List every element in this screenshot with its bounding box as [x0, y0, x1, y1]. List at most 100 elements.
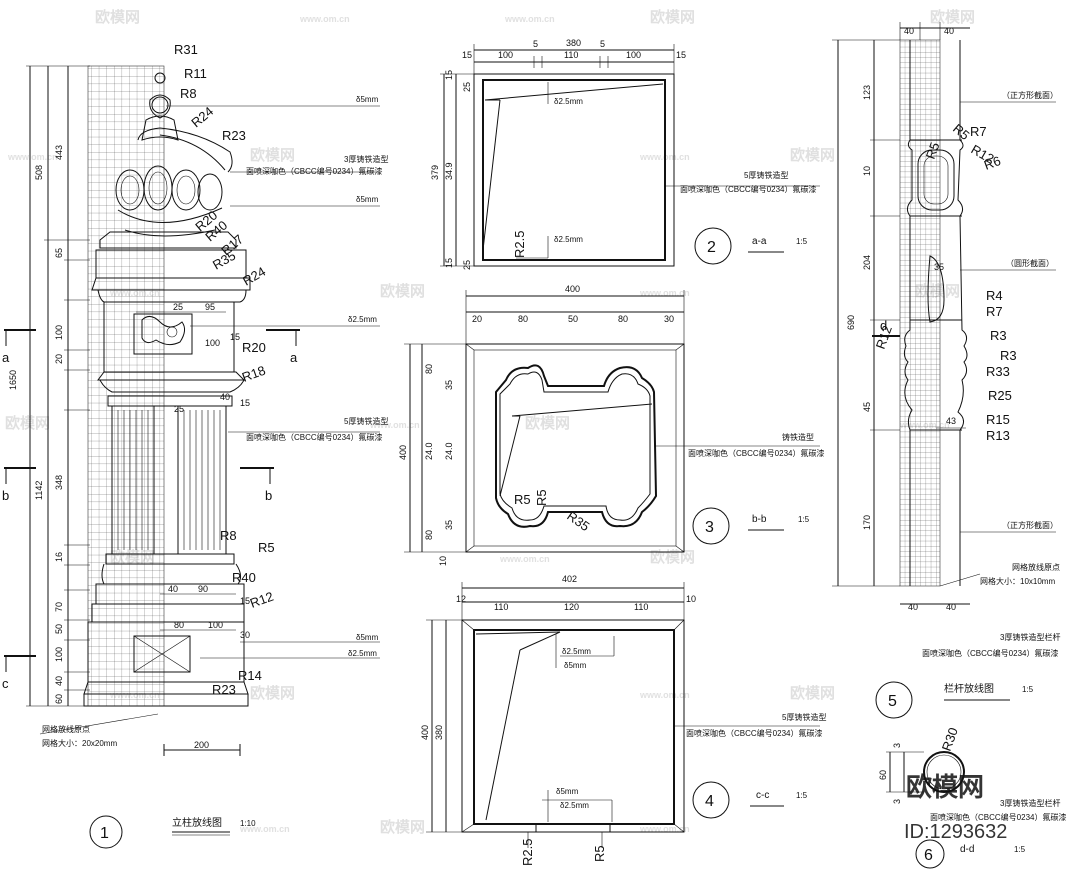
note-thk-25b: δ2.5mm — [348, 649, 377, 658]
note-3mm: 3厚铸铁造型栏杆 — [1000, 798, 1060, 808]
radius-label: R6 — [982, 153, 1003, 173]
dim-240: 24.0 — [424, 442, 434, 460]
section-c-left: c — [2, 676, 9, 691]
column-horizontal-dims: 25 95 100 15 25 40 15 40 90 15 80 100 30… — [136, 302, 250, 756]
radius-label: R12 — [873, 323, 895, 351]
section-d-d: 60 3 3 R30 3厚铸铁造型栏杆 面喷深咖色（CBCC编号0234）氟碳漆… — [878, 725, 1066, 869]
dim-25: 25 — [462, 82, 472, 92]
watermark-brand: 欧模网 — [930, 8, 975, 26]
dim-40b: 40 — [944, 26, 954, 36]
watermark-site: www.om.cn — [299, 14, 350, 24]
dim-30: 30 — [240, 630, 250, 640]
dim-40d: 40 — [946, 602, 956, 612]
dim-380v: 380 — [434, 725, 444, 740]
watermark-brand: 欧模网 — [250, 146, 295, 164]
dim-5: 5 — [533, 39, 538, 49]
radius-label: R8 — [180, 86, 197, 101]
radius-label: R23 — [212, 682, 236, 697]
note-3mm: 3厚铸铁造型栏杆 — [1000, 632, 1060, 642]
dim-25: 25 — [173, 302, 183, 312]
dim-110: 110 — [564, 50, 578, 60]
note-square: （正方形截面） — [1002, 90, 1058, 100]
section-scale: 1:5 — [796, 237, 808, 246]
note-5mm: 5厚铸铁造型 — [744, 170, 788, 180]
dim-90: 90 — [198, 584, 208, 594]
dim-50: 50 — [54, 624, 64, 634]
dim-690: 690 — [846, 315, 856, 330]
dim-100: 100 — [205, 338, 220, 348]
column-dimensions-left: 1650 508 1142 443 65 100 20 348 16 70 50… — [8, 65, 90, 707]
watermark-brand: 欧模网 — [790, 684, 835, 702]
column-capital — [91, 249, 251, 393]
note-5mm: 5厚铸铁造型 — [782, 712, 826, 722]
section-a-a: 380 100 5 110 5 100 15 15 379 34.9 15 25… — [430, 38, 820, 270]
dim-508: 508 — [34, 165, 44, 180]
section-label: a-a — [752, 236, 767, 247]
radius-label: R11 — [184, 66, 207, 81]
dim-443: 443 — [54, 145, 64, 160]
drawing-number: 4 — [705, 793, 714, 810]
watermark-brand: 欧模网 — [380, 282, 425, 300]
column-shaft — [101, 395, 242, 585]
radius-label: R15 — [986, 412, 1010, 427]
dim-15c: 15 — [444, 70, 454, 80]
dim-123: 123 — [862, 85, 872, 100]
dim-20: 20 — [54, 354, 64, 364]
dim-380: 380 — [566, 38, 581, 48]
watermark-brand: 欧模网 — [525, 414, 570, 432]
dim-10: 10 — [438, 556, 448, 566]
drawing-number: 5 — [888, 693, 897, 710]
radius-label: R24 — [188, 103, 216, 130]
dim-400v: 400 — [420, 725, 430, 740]
dim-100b: 100 — [626, 50, 641, 60]
dim-25b: 25 — [174, 404, 184, 414]
note-paint-2: 面喷深咖色（CBCC编号0234）氟碳漆 — [246, 432, 382, 442]
base-panel — [133, 635, 191, 673]
section-scale: 1:5 — [796, 791, 808, 800]
drawing-number: 3 — [705, 519, 714, 536]
drawing-scale: 1:5 — [1022, 685, 1034, 694]
thk-label-4: δ2.5mm — [560, 801, 589, 810]
dim-15: 15 — [462, 50, 472, 60]
dim-40: 40 — [168, 584, 178, 594]
dim-25b: 25 — [462, 260, 472, 270]
radius-label: R25 — [988, 388, 1012, 403]
dim-400: 400 — [565, 284, 580, 294]
radius-label: R31 — [174, 42, 198, 57]
watermark-site: www.om.cn — [499, 554, 550, 564]
note-thk-25: δ2.5mm — [348, 315, 377, 324]
column-radius-labels: R31 R11 R8 R24 R23 R20 R40 R17 R35 R24 R… — [174, 42, 275, 697]
radius-label: R5 — [514, 492, 531, 507]
note-square-2: （正方形截面） — [1002, 520, 1058, 530]
grid-origin-note: 网格放线原点 — [42, 724, 90, 734]
watermark-site: www.om.cn — [639, 288, 690, 298]
dim-15b: 15 — [240, 398, 250, 408]
note-thk-5c: δ5mm — [356, 633, 379, 642]
dim-15d: 15 — [444, 258, 454, 268]
radius-label: R2.5 — [520, 839, 535, 866]
corner-logo-watermark: 欧模网 ID:1293632 — [904, 772, 1007, 843]
section-c-c: 402 110 120 110 12 10 400 380 δ2.5mm δ5m… — [420, 574, 826, 866]
dim-80b: 80 — [618, 314, 628, 324]
radius-label: R23 — [222, 128, 246, 143]
thk-label-2: δ2.5mm — [554, 235, 583, 244]
grid-size-note: 网格大小：10x10mm — [980, 576, 1055, 586]
radius-label: R7 — [986, 304, 1003, 319]
radius-label: R5 — [923, 140, 943, 161]
section-a-left: a — [2, 350, 10, 365]
dim-15: 15 — [230, 332, 240, 342]
radius-label: R18 — [240, 363, 268, 385]
dim-110b: 110 — [634, 602, 648, 612]
dim-402: 402 — [562, 574, 577, 584]
dim-12: 12 — [456, 594, 466, 604]
watermark-site: www.om.cn — [369, 420, 420, 430]
dim-15c: 15 — [240, 596, 250, 606]
note-cast: 铸铁造型 — [782, 432, 814, 442]
radius-label: R5 — [534, 489, 549, 506]
dim-80v2: 80 — [424, 530, 434, 540]
dim-60: 60 — [878, 770, 888, 780]
layout-grid — [87, 65, 165, 707]
decorative-panel — [133, 313, 193, 355]
radius-label: R5 — [258, 540, 275, 555]
